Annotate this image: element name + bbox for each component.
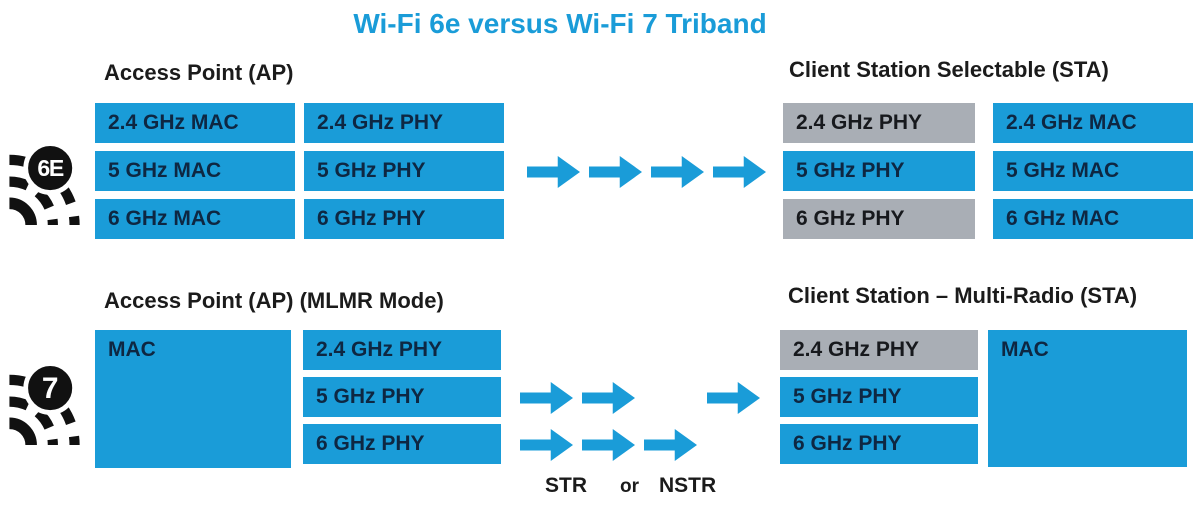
right-arrow-icon (651, 156, 704, 188)
wifi7-ap-phy-2-4ghz-box: 2.4 GHz PHY (303, 330, 501, 370)
wifi7-ap-phy-stack: 2.4 GHz PHY 5 GHz PHY 6 GHz PHY (303, 330, 501, 464)
wifi6e-sta-mac-2-4ghz-box: 2.4 GHz MAC (993, 103, 1193, 143)
wifi6e-ap-phy-2-4ghz-box: 2.4 GHz PHY (304, 103, 504, 143)
wifi7-5ghz-flow-arrows (520, 382, 635, 414)
wifi6e-ap-heading: Access Point (AP) (104, 60, 294, 85)
right-arrow-icon (520, 382, 573, 414)
right-arrow-icon (582, 382, 635, 414)
wifi6e-sta-mac-6ghz-box: 6 GHz MAC (993, 199, 1193, 239)
or-label: or (620, 476, 639, 497)
right-arrow-icon (527, 156, 580, 188)
wifi6e-sta-phy-6ghz-box: 6 GHz PHY (783, 199, 975, 239)
wifi-7-badge-icon: 7 (8, 361, 80, 446)
wifi7-sta-phy-5ghz-box: 5 GHz PHY (780, 377, 978, 417)
wifi7-sta-mac-box: MAC (988, 330, 1187, 467)
wifi6e-ap-grid: 2.4 GHz MAC 2.4 GHz PHY 5 GHz MAC 5 GHz … (95, 103, 504, 239)
wifi6e-flow-arrows (527, 156, 766, 188)
wifi6e-ap-mac-6ghz-box: 6 GHz MAC (95, 199, 295, 239)
diagram-title: Wi-Fi 6e versus Wi-Fi 7 Triband (353, 8, 767, 39)
wifi7-ap-phy-5ghz-box: 5 GHz PHY (303, 377, 501, 417)
wifi7-ap-mac-box: MAC (95, 330, 291, 468)
wifi7-ap-phy-6ghz-box: 6 GHz PHY (303, 424, 501, 464)
right-arrow-icon (707, 382, 760, 414)
right-arrow-icon (644, 429, 697, 461)
wifi7-link-mode-labels: STR or NSTR (545, 474, 716, 498)
wifi-7-badge-label: 7 (42, 372, 59, 405)
wifi6e-sta-heading: Client Station Selectable (STA) (789, 57, 1109, 82)
wifi7-sta-phy-2-4ghz-box: 2.4 GHz PHY (780, 330, 978, 370)
nstr-label: NSTR (659, 474, 717, 497)
wifi6e-sta-phy-5ghz-box: 5 GHz PHY (783, 151, 975, 191)
right-arrow-icon (520, 429, 573, 461)
str-label: STR (545, 474, 587, 497)
right-arrow-icon (713, 156, 766, 188)
wifi-6e-badge-icon: 6E (8, 141, 80, 226)
wifi6e-ap-mac-5ghz-box: 5 GHz MAC (95, 151, 295, 191)
wifi6e-sta-mac-5ghz-box: 5 GHz MAC (993, 151, 1193, 191)
wifi6e-sta-grid: 2.4 GHz PHY 2.4 GHz MAC 5 GHz PHY 5 GHz … (783, 103, 1193, 239)
right-arrow-icon (589, 156, 642, 188)
wifi7-6ghz-flow-arrows (520, 429, 697, 461)
wifi7-ap-heading: Access Point (AP) (MLMR Mode) (104, 288, 444, 313)
wifi6e-ap-mac-2-4ghz-box: 2.4 GHz MAC (95, 103, 295, 143)
wifi7-sta-heading: Client Station – Multi-Radio (STA) (788, 283, 1138, 308)
wifi6e-sta-phy-2-4ghz-box: 2.4 GHz PHY (783, 103, 975, 143)
wifi6e-ap-phy-6ghz-box: 6 GHz PHY (304, 199, 504, 239)
wifi6e-ap-phy-5ghz-box: 5 GHz PHY (304, 151, 504, 191)
wifi7-sta-phy-stack: 2.4 GHz PHY 5 GHz PHY 6 GHz PHY (780, 330, 978, 464)
right-arrow-icon (582, 429, 635, 461)
wifi-6e-badge-label: 6E (37, 155, 63, 181)
wifi7-sta-phy-6ghz-box: 6 GHz PHY (780, 424, 978, 464)
wifi7-5ghz-link-arrow (707, 382, 760, 414)
